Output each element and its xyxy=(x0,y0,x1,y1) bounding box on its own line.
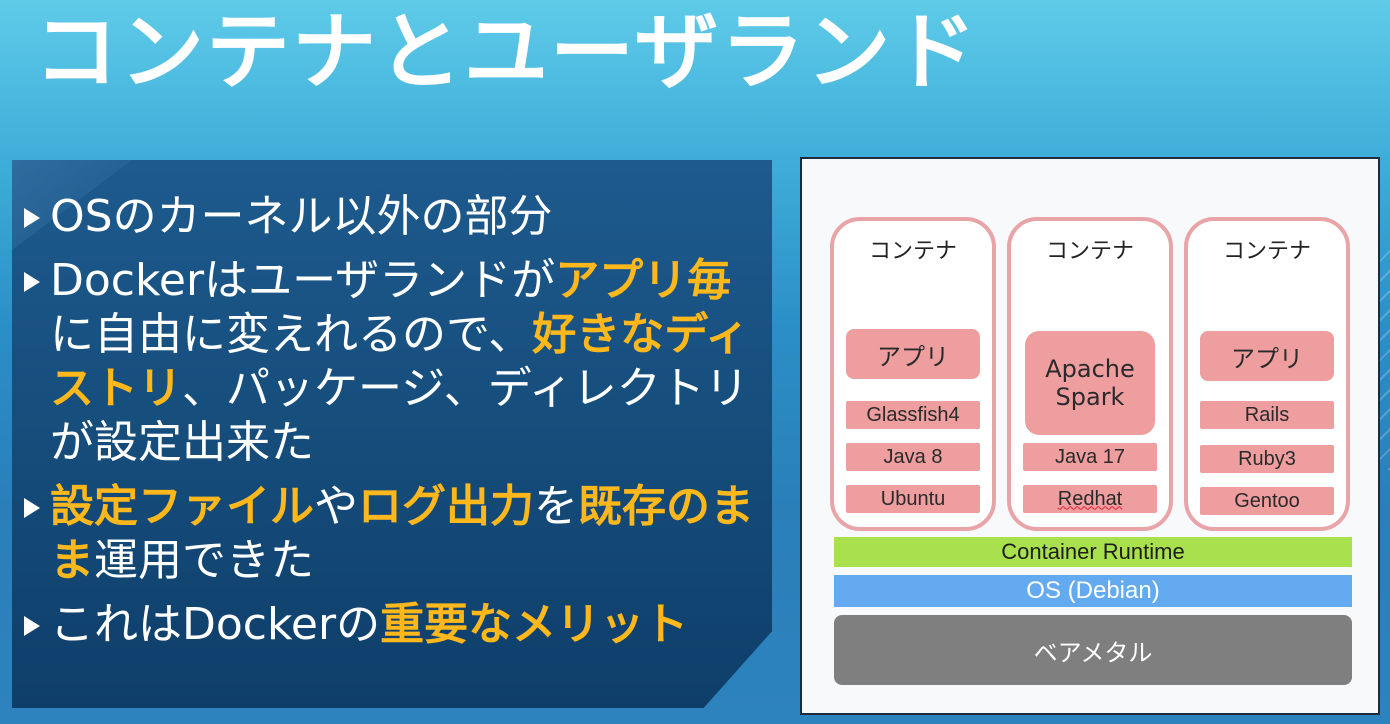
bullet-text: 運用できた xyxy=(94,535,314,586)
bullet-highlight: ログ出力 xyxy=(358,481,534,532)
host-os-layer: OS (Debian) xyxy=(834,575,1352,607)
container-box: コンテナ アプリ Rails Ruby3 Gentoo xyxy=(1184,217,1350,531)
slide-title: コンテナとユーザランド xyxy=(34,3,979,101)
bullet-arrow-icon xyxy=(24,272,40,292)
bullet-arrow-icon xyxy=(24,498,40,518)
runtime-layer: Ruby3 xyxy=(1200,445,1334,473)
bullet-arrow-icon xyxy=(24,616,40,636)
architecture-diagram: コンテナ アプリ Glassfish4 Java 8 Ubuntu コンテナ A… xyxy=(800,157,1380,715)
runtime-layer: Java 8 xyxy=(846,443,980,471)
bullet-text: これはDockerの xyxy=(50,599,381,650)
bullet-text: を xyxy=(534,481,578,532)
bullet-text: Dockerはユーザランドが xyxy=(50,255,556,306)
middleware-layer: Rails xyxy=(1200,401,1334,429)
bullet-item: OSのカーネル以外の部分 xyxy=(24,190,772,244)
container-title: コンテナ xyxy=(1222,239,1311,264)
app-layer: アプリ xyxy=(1200,331,1334,381)
os-layer-label: Redhat xyxy=(1057,487,1123,510)
bullet-item: 設定ファイルやログ出力を既存のまま運用できた xyxy=(24,480,772,588)
bullet-highlight: 既存のまま xyxy=(50,481,754,586)
bare-metal-layer: ベアメタル xyxy=(834,615,1352,685)
bullet-item: Dockerはユーザランドがアプリ毎に自由に変えれるので、好きなディストリ、パッ… xyxy=(24,254,772,470)
text-panel xyxy=(12,160,772,708)
container-runtime-layer: Container Runtime xyxy=(834,537,1352,567)
bullet-arrow-icon xyxy=(24,208,40,228)
middleware-layer: Glassfish4 xyxy=(846,401,980,429)
container-box: コンテナ Apache Spark Java 17 Redhat xyxy=(1007,217,1173,531)
os-layer: Redhat xyxy=(1023,485,1157,513)
bullet-item: これはDockerの重要なメリット xyxy=(24,598,772,652)
bullet-text: や xyxy=(314,481,358,532)
container-title: コンテナ xyxy=(1045,239,1134,264)
bullet-text: に自由に変えれるので、 xyxy=(50,309,533,360)
container-title: コンテナ xyxy=(868,239,957,264)
bullet-text: 、パッケージ、ディレクトリが設定出来た xyxy=(50,363,749,468)
container-box: コンテナ アプリ Glassfish4 Java 8 Ubuntu xyxy=(830,217,996,531)
bullet-highlight: 設定ファイル xyxy=(50,481,314,532)
bullet-highlight: 好きなディストリ xyxy=(50,309,750,414)
runtime-layer: Java 17 xyxy=(1023,443,1157,471)
os-layer: Gentoo xyxy=(1200,487,1334,515)
app-layer: アプリ xyxy=(846,329,980,379)
bullet-highlight: 重要なメリット xyxy=(380,599,689,650)
app-layer: Apache Spark xyxy=(1025,331,1155,435)
bullet-list: OSのカーネル以外の部分 Dockerはユーザランドがアプリ毎に自由に変えれるの… xyxy=(24,190,772,662)
os-layer: Ubuntu xyxy=(846,485,980,513)
bullet-highlight: アプリ毎 xyxy=(555,255,732,306)
bullet-text: OSのカーネル以外の部分 xyxy=(50,191,553,242)
